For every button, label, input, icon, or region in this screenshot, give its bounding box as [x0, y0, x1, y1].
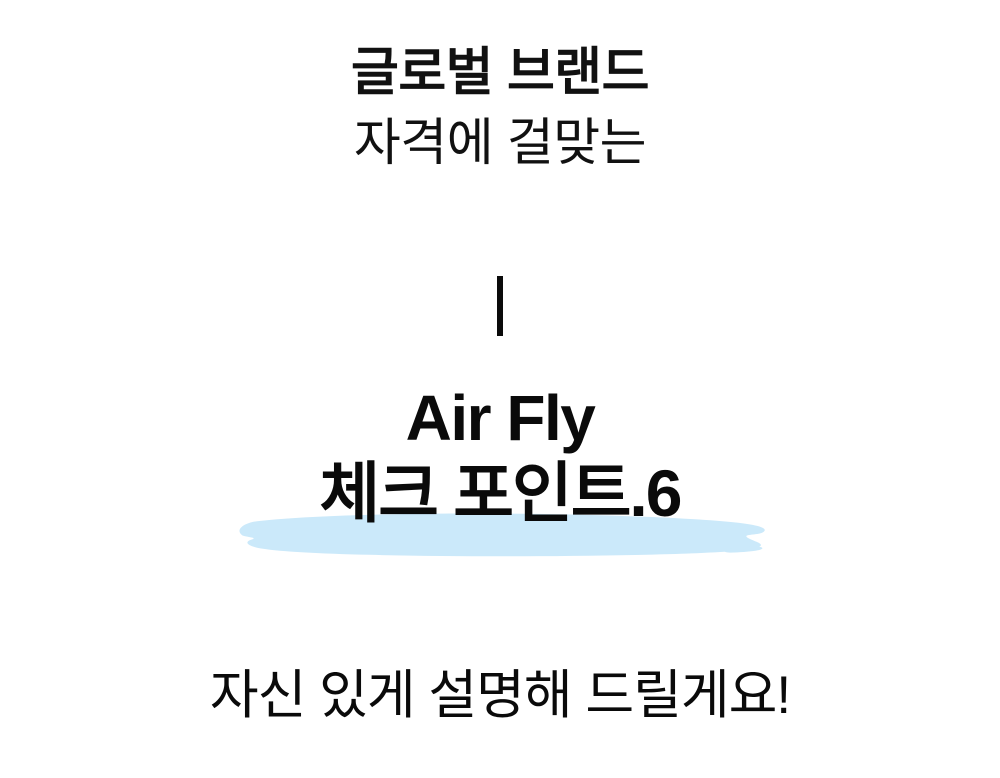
closing-block: 자신 있게 설명해 드릴게요!	[0, 666, 1000, 725]
title-line-korean: 체크 포인트.6	[319, 456, 683, 530]
intro-line-primary: 글로벌 브랜드	[351, 44, 650, 102]
divider	[0, 276, 1000, 336]
title-line-korean-wrap: 체크 포인트.6	[0, 460, 1000, 557]
title-line-english: Air Fly	[405, 382, 596, 454]
vertical-rule-icon	[497, 276, 503, 336]
closing-line-text: 자신 있게 설명해 드릴게요!	[209, 666, 791, 725]
intro-heading-block: 글로벌 브랜드 자격에 걸맞는	[0, 44, 1000, 171]
intro-line-secondary: 자격에 걸맞는	[353, 114, 647, 172]
title-block: Air Fly 체크 포인트.6	[0, 382, 1000, 557]
